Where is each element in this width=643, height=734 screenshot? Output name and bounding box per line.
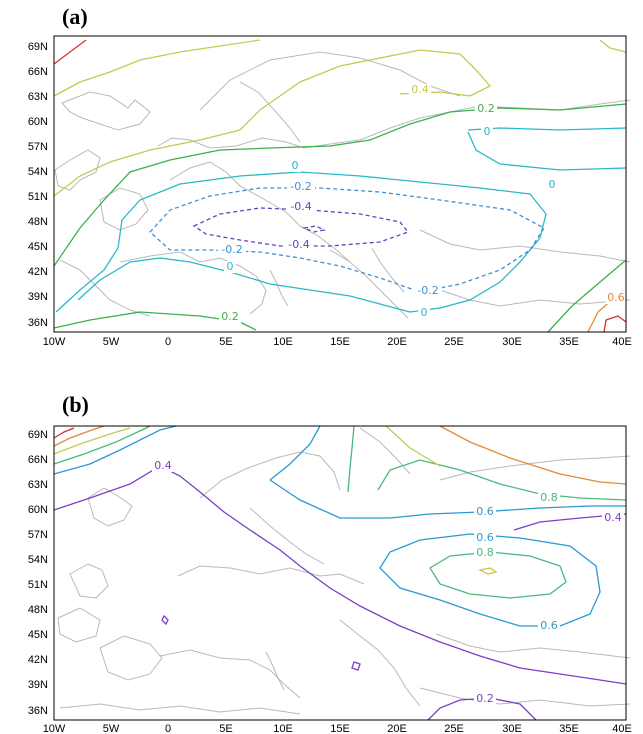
y-tick-label: 42N bbox=[28, 654, 48, 666]
x-tick-label: 25E bbox=[444, 336, 464, 348]
panel-a-y-axis: 69N 66N 63N 60N 57N 54N 51N 48N 45N 42N … bbox=[28, 41, 48, 329]
contour-label: 0.6 bbox=[476, 531, 494, 544]
y-tick-label: 51N bbox=[28, 579, 48, 591]
x-tick-label: 5E bbox=[219, 336, 232, 348]
panel-b-coastlines bbox=[57, 427, 631, 715]
x-tick-label: 30E bbox=[502, 336, 522, 348]
y-tick-label: 36N bbox=[28, 317, 48, 329]
contour-label: 0.2 bbox=[476, 692, 494, 705]
contour-label: 0.8 bbox=[476, 546, 494, 559]
y-tick-label: 39N bbox=[28, 291, 48, 303]
y-tick-label: 66N bbox=[28, 66, 48, 78]
panel-b-contours bbox=[53, 425, 627, 721]
y-tick-label: 69N bbox=[28, 429, 48, 441]
x-tick-label: 40E bbox=[612, 336, 632, 348]
x-tick-label: 10W bbox=[43, 723, 66, 734]
contour-label: 0.2 bbox=[221, 310, 239, 323]
panel-a-contours bbox=[53, 39, 627, 333]
panel-b-x-axis: 10W 5W 0 5E 10E 15E 20E 25E 30E 35E 40E bbox=[43, 723, 632, 734]
contour-label: -0.2 bbox=[221, 243, 242, 256]
x-tick-label: 5W bbox=[103, 336, 120, 348]
contour-label: -0.2 bbox=[417, 284, 438, 297]
y-tick-label: 45N bbox=[28, 629, 48, 641]
y-tick-label: 51N bbox=[28, 191, 48, 203]
contour-label: 0.6 bbox=[476, 505, 494, 518]
x-tick-label: 15E bbox=[330, 723, 350, 734]
contour-label: 0.8 bbox=[540, 491, 558, 504]
y-tick-label: 54N bbox=[28, 166, 48, 178]
y-tick-label: 45N bbox=[28, 241, 48, 253]
y-tick-label: 63N bbox=[28, 479, 48, 491]
contour-label: 0.2 bbox=[477, 102, 495, 115]
contour-label: -0.2 bbox=[290, 180, 311, 193]
contour-label: 0.4 bbox=[604, 511, 622, 524]
x-tick-label: 30E bbox=[502, 723, 522, 734]
panel-a-contour-labels: 0.4 0.2 0 0 0 -0.2 -0.4 -0.2 -0.4 0 -0.2… bbox=[218, 83, 626, 323]
panel-a-x-axis: 10W 5W 0 5E 10E 15E 20E 25E 30E 35E 40E bbox=[43, 336, 632, 348]
contour-label: 0 bbox=[292, 159, 299, 172]
y-tick-label: 48N bbox=[28, 216, 48, 228]
contour-label: 0 bbox=[421, 306, 428, 319]
panel-a-label: (a) bbox=[62, 4, 88, 29]
x-tick-label: 5W bbox=[103, 723, 120, 734]
y-tick-label: 57N bbox=[28, 141, 48, 153]
x-tick-label: 35E bbox=[559, 336, 579, 348]
contour-label: 0.4 bbox=[411, 83, 429, 96]
x-tick-label: 10E bbox=[273, 723, 293, 734]
panel-b-map: 0.4 0.8 0.6 0.4 0.6 0.8 0.6 0.2 69N 66N … bbox=[28, 425, 632, 734]
y-tick-label: 36N bbox=[28, 705, 48, 717]
y-tick-label: 66N bbox=[28, 454, 48, 466]
contour-label: -0.4 bbox=[288, 238, 309, 251]
contour-label: 0.4 bbox=[154, 459, 172, 472]
x-tick-label: 10E bbox=[273, 336, 293, 348]
panel-b-contour-labels: 0.4 0.8 0.6 0.4 0.6 0.8 0.6 0.2 bbox=[152, 459, 624, 705]
x-tick-label: 20E bbox=[387, 336, 407, 348]
y-tick-label: 63N bbox=[28, 91, 48, 103]
contour-label: 0.6 bbox=[607, 291, 625, 304]
x-tick-label: 5E bbox=[219, 723, 232, 734]
y-tick-label: 57N bbox=[28, 529, 48, 541]
x-tick-label: 25E bbox=[444, 723, 464, 734]
x-tick-label: 10W bbox=[43, 336, 66, 348]
panel-b-y-axis: 69N 66N 63N 60N 57N 54N 51N 48N 45N 42N … bbox=[28, 429, 48, 717]
y-tick-label: 60N bbox=[28, 504, 48, 516]
panel-a-map: 0.4 0.2 0 0 0 -0.2 -0.4 -0.2 -0.4 0 -0.2… bbox=[28, 35, 632, 348]
x-tick-label: 20E bbox=[387, 723, 407, 734]
contour-label: 0.6 bbox=[540, 619, 558, 632]
y-tick-label: 60N bbox=[28, 116, 48, 128]
y-tick-label: 69N bbox=[28, 41, 48, 53]
panel-b-label: (b) bbox=[62, 392, 89, 417]
contour-label: 0 bbox=[227, 260, 234, 273]
panel-b-frame bbox=[53, 425, 627, 721]
y-tick-label: 42N bbox=[28, 266, 48, 278]
y-tick-label: 54N bbox=[28, 554, 48, 566]
contour-label: 0 bbox=[484, 125, 491, 138]
panel-a-frame bbox=[53, 35, 627, 333]
contour-label: -0.4 bbox=[290, 200, 311, 213]
x-tick-label: 0 bbox=[165, 336, 171, 348]
x-tick-label: 40E bbox=[612, 723, 632, 734]
y-tick-label: 39N bbox=[28, 679, 48, 691]
x-tick-label: 0 bbox=[165, 723, 171, 734]
x-tick-label: 15E bbox=[330, 336, 350, 348]
y-tick-label: 48N bbox=[28, 604, 48, 616]
x-tick-label: 35E bbox=[559, 723, 579, 734]
contour-label: 0 bbox=[549, 178, 556, 191]
panel-a-coastlines bbox=[54, 51, 631, 319]
